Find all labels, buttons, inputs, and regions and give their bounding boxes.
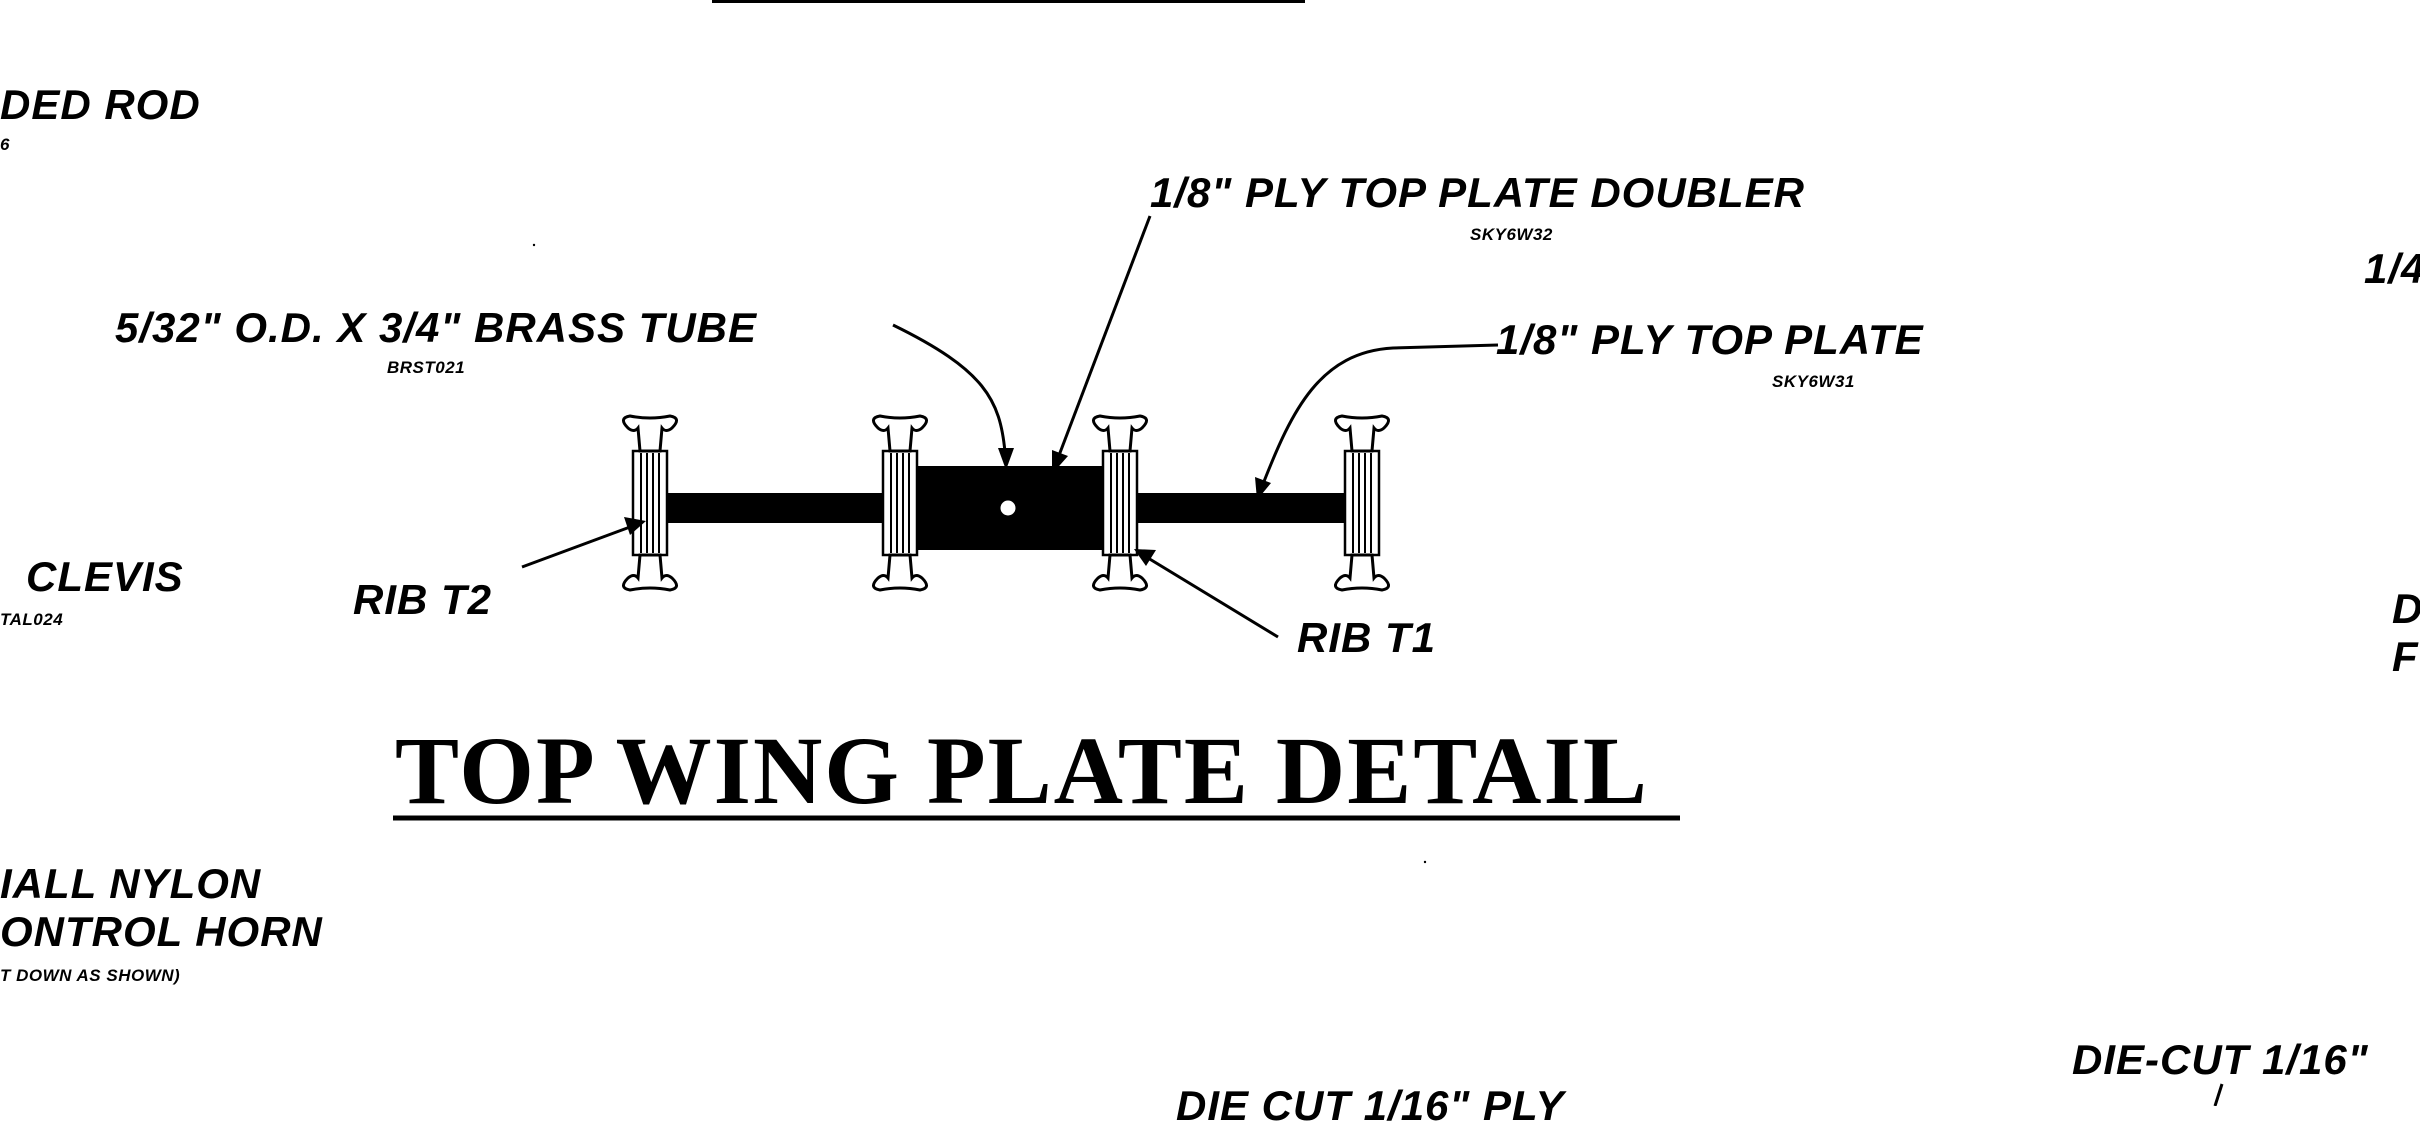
rib-t2-label: RIB T2 [353, 576, 493, 623]
die-cut-right-label: DIE-CUT 1/16" [2072, 1036, 2369, 1083]
brass-tube-hole [999, 499, 1017, 517]
leader-rib-t1 [1147, 556, 1279, 639]
leader-brass-tube [892, 323, 1007, 453]
rib-t1-label: RIB T1 [1297, 614, 1437, 661]
clevis-label: CLEVIS [26, 553, 184, 600]
leader-top-plate [1261, 343, 1499, 485]
ply-doubler-part-number: SKY6W32 [1470, 225, 1553, 244]
brass-tube-part-number: BRST021 [387, 358, 466, 377]
threaded-rod-label: DED ROD [0, 81, 201, 128]
drawing-canvas [393, 0, 2224, 1106]
right-edge-f: F [2392, 633, 2419, 680]
nylon-horn-line-1: IALL NYLON [0, 860, 262, 907]
stray-dot [1423, 860, 1427, 864]
clevis-part-number: TAL024 [0, 610, 64, 629]
arrow-top-plate [1255, 477, 1271, 500]
threaded-rod-part-number: 6 [0, 135, 10, 154]
leader-doubler [1056, 215, 1152, 459]
top-plate-left-bar [655, 493, 883, 523]
die-cut-ply-label: DIE CUT 1/16" PLY [1176, 1082, 1565, 1129]
ply-top-plate-part-number: SKY6W31 [1772, 372, 1855, 391]
ply-doubler-label: 1/8" PLY TOP PLATE DOUBLER [1150, 169, 1806, 216]
leader-rib-t2 [521, 525, 631, 569]
nylon-horn-note: T DOWN AS SHOWN) [0, 966, 181, 985]
arrow-rib-t1 [1134, 549, 1156, 566]
ply-top-plate-label: 1/8" PLY TOP PLATE [1496, 316, 1924, 363]
right-edge-fraction: 1/4 [2364, 245, 2420, 292]
arrow-rib-t2 [624, 517, 646, 535]
arrow-brass-tube [998, 448, 1014, 470]
stray-dot [532, 243, 536, 247]
right-edge-d: D [2392, 588, 2420, 630]
arrow-doubler [1052, 450, 1068, 474]
nylon-horn-line-2: ONTROL HORN [0, 908, 323, 955]
die-cut-leader-stub [2213, 1083, 2224, 1106]
top-plate-right-bar [1115, 493, 1355, 523]
drawing-title: TOP WING PLATE DETAIL [395, 717, 1649, 824]
brass-tube-label: 5/32" O.D. X 3/4" BRASS TUBE [115, 304, 758, 351]
